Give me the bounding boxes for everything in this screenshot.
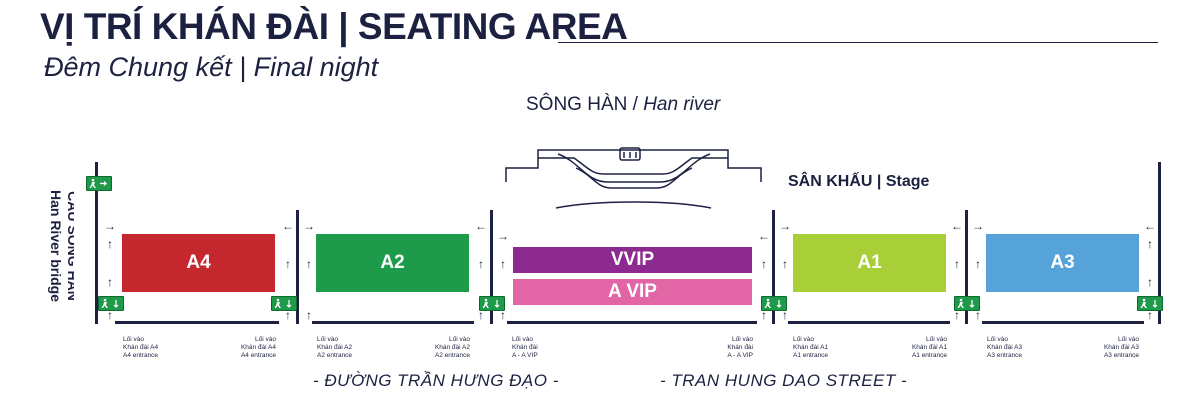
walkway-line (296, 210, 299, 324)
arrow-icon: ↑ (107, 275, 113, 289)
arrow-icon: ↑ (285, 257, 291, 271)
exit-sign-icon (954, 296, 980, 311)
arrow-icon: ↑ (782, 257, 788, 271)
exit-sign-icon (271, 296, 297, 311)
exit-sign-icon (761, 296, 787, 311)
bridge-label-en: Han River bridge (48, 190, 64, 302)
arrow-icon: ↑ (1147, 275, 1153, 289)
walkway-line (1158, 162, 1161, 324)
arrow-icon: ← (475, 219, 487, 233)
exit-sign-icon (479, 296, 505, 311)
stand-base-line (788, 321, 950, 324)
arrow-icon: ← (951, 219, 963, 233)
arrow-icon: → (497, 229, 509, 243)
section-a3[interactable]: A3 (986, 234, 1139, 292)
walkway-line (490, 210, 493, 324)
arrow-icon: ← (758, 229, 770, 243)
section-a4-label: A4 (186, 252, 211, 273)
section-avip[interactable]: A VIP (513, 279, 752, 305)
arrow-icon: ↑ (285, 308, 291, 322)
walkway-line (965, 210, 968, 324)
page-subtitle: Đêm Chung kết | Final night (44, 52, 379, 82)
arrow-icon: ↑ (478, 308, 484, 322)
section-avip-label: A VIP (608, 281, 657, 302)
arrow-icon: ↑ (107, 308, 113, 322)
arrow-icon: ↑ (975, 257, 981, 271)
stand-base-line (507, 321, 757, 324)
arrow-icon: → (972, 219, 984, 233)
section-a1[interactable]: A1 (793, 234, 946, 292)
walkway-line (772, 210, 775, 324)
arrow-icon: ↑ (1147, 237, 1153, 251)
arrow-icon: ↑ (1147, 308, 1153, 322)
arrow-icon: ↑ (306, 257, 312, 271)
exit-sign-icon (98, 296, 124, 311)
arrow-icon: → (303, 219, 315, 233)
section-a3-label: A3 (1050, 252, 1075, 273)
bridge-label: CẦU SÔNG HÀN Han River bridge (48, 190, 74, 302)
stage-label: SÂN KHẤU | Stage (788, 173, 930, 190)
arrow-icon: → (104, 219, 116, 233)
section-a4[interactable]: A4 (122, 234, 275, 292)
arrow-icon: ↑ (761, 308, 767, 322)
arrow-icon: ↑ (761, 257, 767, 271)
section-a2-label: A2 (380, 252, 405, 273)
title-rule (558, 42, 1158, 43)
exit-sign-icon (1137, 296, 1163, 311)
river-label-vi: SÔNG HÀN / (526, 94, 638, 115)
section-a2[interactable]: A2 (316, 234, 469, 292)
stage-outline (505, 147, 762, 209)
river-label-en: Han river (643, 94, 721, 115)
arrow-icon: ↑ (782, 308, 788, 322)
arrow-icon: ← (282, 219, 294, 233)
walkway-line (95, 162, 98, 324)
street-label-en: - TRAN HUNG DAO STREET - (660, 371, 908, 390)
arrow-icon: ↑ (954, 257, 960, 271)
arrow-icon: ← (1144, 219, 1156, 233)
river-label: SÔNG HÀN / Han river (526, 94, 720, 116)
arrow-icon: ↑ (478, 257, 484, 271)
section-vvip[interactable]: VVIP (513, 247, 752, 273)
arrow-icon: ↑ (975, 308, 981, 322)
section-a1-label: A1 (857, 252, 882, 273)
bridge-label-vi: CẦU SÔNG HÀN (65, 191, 74, 301)
arrow-icon: ↑ (954, 308, 960, 322)
street-label-vi: - ĐƯỜNG TRẦN HƯNG ĐẠO - (313, 371, 559, 390)
stand-base-line (312, 321, 474, 324)
section-vvip-label: VVIP (610, 249, 655, 270)
arrow-icon: ↑ (500, 257, 506, 271)
stand-base-line (982, 321, 1144, 324)
arrow-icon: ↑ (107, 237, 113, 251)
page-title: VỊ TRÍ KHÁN ĐÀI | SEATING AREA (40, 6, 628, 47)
stand-base-line (115, 321, 279, 324)
arrow-icon: → (779, 219, 791, 233)
arrow-icon: ↑ (306, 308, 312, 322)
exit-sign-icon (86, 176, 112, 191)
arrow-icon: ↑ (500, 308, 506, 322)
